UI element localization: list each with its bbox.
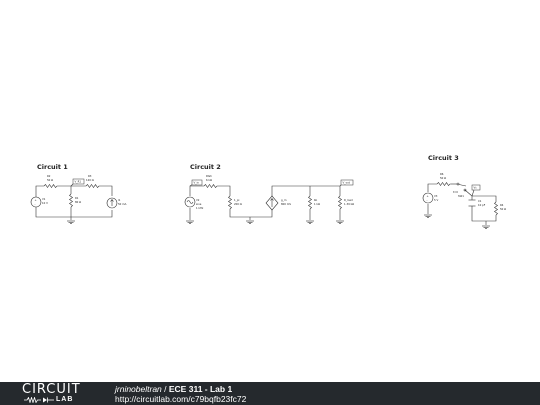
circuitlab-logo[interactable]: CIRCUIT LAB bbox=[22, 382, 81, 404]
probe-vc-label: Vc bbox=[474, 186, 478, 190]
v3-name: V3 bbox=[434, 194, 438, 198]
ac-voltage-source-v2[interactable] bbox=[184, 196, 196, 208]
switch-name: SW1 bbox=[458, 194, 464, 198]
ro-name: Ro bbox=[314, 198, 318, 202]
resistor-rtsh[interactable] bbox=[203, 183, 218, 189]
v3-value: 5 V bbox=[434, 198, 438, 202]
gm-value: 800 mS bbox=[281, 202, 291, 206]
resistor-r6[interactable] bbox=[436, 181, 451, 187]
probe-v-out-label: V_out bbox=[343, 181, 350, 185]
ro-value: 1 kΩ bbox=[314, 202, 320, 206]
current-source-i1[interactable] bbox=[106, 197, 118, 209]
voltage-source-v3[interactable]: + - bbox=[422, 192, 434, 204]
r3-value: 120 Ω bbox=[86, 178, 94, 182]
svg-text:-: - bbox=[427, 199, 428, 202]
rtsh-name: Rtsh bbox=[206, 174, 212, 178]
r1-value: 80 Ω bbox=[75, 200, 81, 204]
v2-name: V2 bbox=[196, 198, 200, 202]
logo-text-bottom: LAB bbox=[56, 396, 74, 403]
svg-text:-: - bbox=[35, 203, 36, 206]
waveform-icon bbox=[24, 397, 54, 403]
i1-value: 50 mA bbox=[118, 202, 127, 206]
schematic-canvas[interactable]: Circuit 1 + - V1 10 V R2 50 Ω R1 80 Ω R3… bbox=[0, 0, 540, 382]
probe-v-out[interactable] bbox=[340, 179, 354, 186]
circuit-2-title: Circuit 2 bbox=[190, 163, 221, 171]
resistor-r2[interactable] bbox=[43, 183, 58, 189]
r-pi-name: 1_pi bbox=[234, 198, 240, 202]
logo-text-top: CIRCUIT bbox=[22, 382, 81, 397]
r3-name: R3 bbox=[88, 174, 92, 178]
circuit-1: Circuit 1 + - V1 10 V R2 50 Ω R1 80 Ω R3… bbox=[30, 163, 127, 224]
svg-text:+: + bbox=[427, 194, 429, 198]
probe-vc[interactable] bbox=[471, 184, 481, 191]
circuit-info: jrninobeltran / ECE 311 - Lab 1 http://c… bbox=[115, 384, 246, 404]
v2-value: sine bbox=[196, 202, 202, 206]
gm-name: g_m bbox=[281, 199, 287, 202]
dependent-current-source-gm[interactable] bbox=[265, 195, 279, 211]
r2-value: 50 Ω bbox=[47, 178, 53, 182]
r-pi-value: 200 Ω bbox=[234, 202, 242, 206]
probe-v-in[interactable] bbox=[191, 179, 203, 186]
resistor-r-pi[interactable] bbox=[227, 195, 233, 210]
circuit-url[interactable]: http://circuitlab.com/c79bqfb23fc72 bbox=[115, 394, 247, 404]
resistor-r-load[interactable] bbox=[337, 195, 343, 210]
voltage-source-v1[interactable]: + - bbox=[30, 196, 42, 208]
r6-value: 50 Ω bbox=[440, 176, 446, 180]
resistor-r4[interactable] bbox=[493, 201, 499, 216]
r4-name: R4 bbox=[500, 203, 504, 207]
probe-v-in-label: V_in bbox=[194, 181, 200, 185]
svg-text:+: + bbox=[35, 198, 37, 202]
rtsh-value: 6 kΩ bbox=[206, 178, 212, 182]
timed-switch-sw1[interactable] bbox=[456, 182, 467, 192]
logo-row: LAB bbox=[22, 396, 81, 404]
c1-value: 10 pF bbox=[478, 203, 486, 207]
r-load-name: R_load bbox=[344, 198, 353, 202]
author-name[interactable]: jrninobeltran bbox=[115, 384, 162, 394]
r2-name: R2 bbox=[47, 174, 51, 178]
resistor-r1[interactable] bbox=[68, 193, 74, 208]
title-separator: / bbox=[161, 384, 169, 394]
probe-v-r1[interactable] bbox=[72, 178, 85, 185]
resistor-ro[interactable] bbox=[307, 195, 313, 210]
r-load-value: 1.39 kΩ bbox=[344, 202, 354, 206]
capacitor-c1[interactable] bbox=[468, 199, 476, 207]
circuit-3-title: Circuit 3 bbox=[428, 154, 459, 162]
r1-name: R1 bbox=[75, 196, 79, 200]
probe-v-r1-label: V_R1 bbox=[75, 180, 82, 184]
footer-bar: CIRCUIT LAB jrninobeltran / ECE 311 - La… bbox=[0, 382, 540, 405]
resistor-r3[interactable] bbox=[85, 183, 100, 189]
project-title[interactable]: ECE 311 - Lab 1 bbox=[168, 384, 233, 394]
v1-value: 10 V bbox=[42, 201, 48, 205]
r6-name: R6 bbox=[440, 172, 444, 176]
circuit-3: Circuit 3 + - V3 5 V R6 50 Ω t=0 SW1 bbox=[422, 154, 506, 229]
i1-name: I1 bbox=[118, 198, 121, 202]
v1-name: V1 bbox=[42, 197, 46, 201]
circuit-2: Circuit 2 V2 sine 1 kHz Rtsh 6 kΩ 1_pi 2… bbox=[184, 163, 354, 224]
c1-name: C1 bbox=[478, 199, 482, 203]
r4-value: 50 Ω bbox=[500, 207, 506, 211]
v2-frequency: 1 kHz bbox=[196, 206, 204, 210]
switch-timing: t=0 bbox=[453, 190, 458, 194]
circuit-1-title: Circuit 1 bbox=[37, 163, 68, 171]
